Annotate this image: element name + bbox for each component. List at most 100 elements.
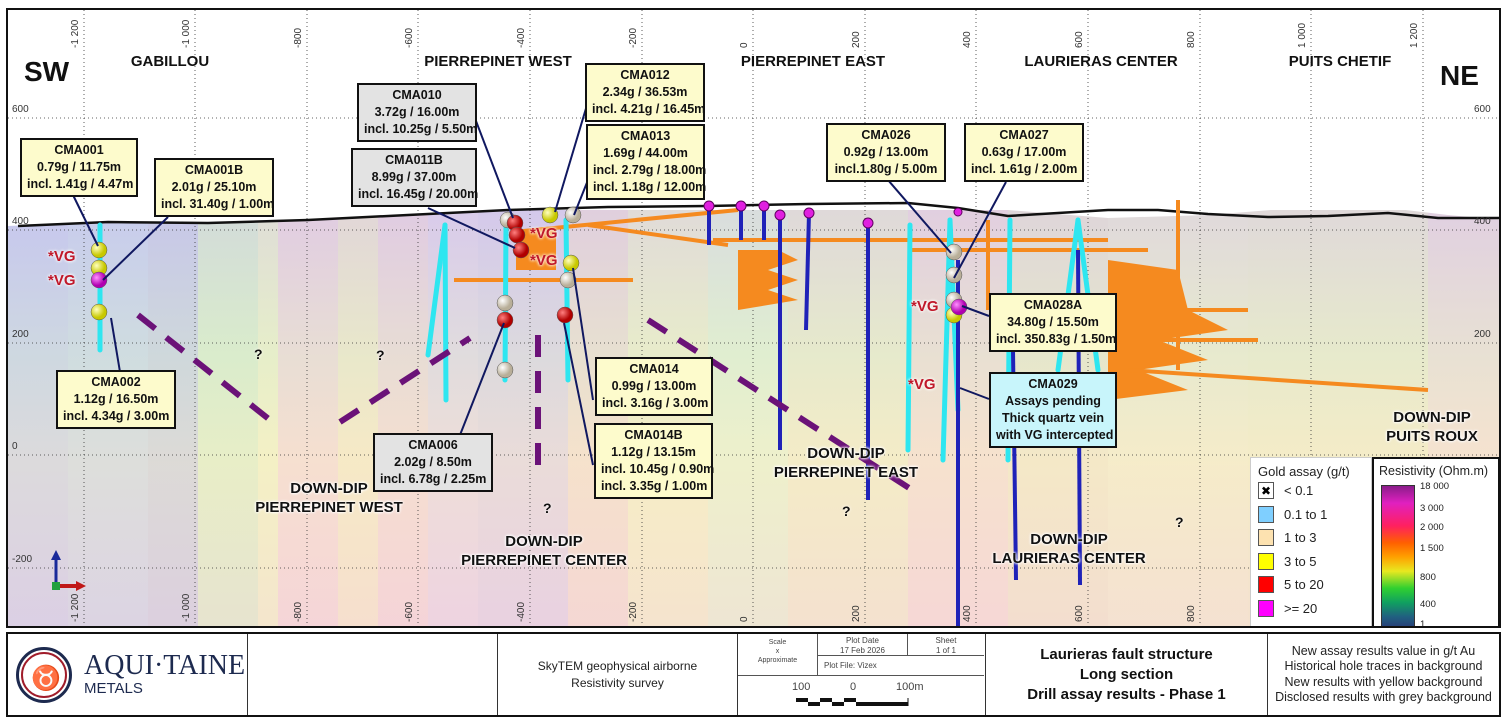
question-mark: ? <box>254 346 263 362</box>
callout-cma013: CMA013 1.69g / 44.00m incl. 2.79g / 18.0… <box>586 124 707 200</box>
down-dip-line: DOWN-DIP <box>290 480 368 497</box>
vg-label: *VG <box>48 248 76 265</box>
resistivity-tick: 2 000 <box>1420 522 1444 533</box>
callout-leaders <box>72 94 1007 466</box>
note-line: New results with yellow background <box>1284 674 1483 689</box>
down-dip-line: DOWN-DIP <box>1030 531 1108 548</box>
callout-line: incl. 3.35g / 1.00m <box>601 479 708 493</box>
callout-line: incl. 350.83g / 1.50m <box>996 332 1117 346</box>
x-tick-label: -1 000 <box>181 19 192 48</box>
scalebar-left: 100 <box>792 681 811 693</box>
bull-logo-icon: ♉ <box>16 646 72 703</box>
title-line-3: Drill assay results - Phase 1 <box>1027 685 1226 703</box>
callout-line: incl. 1.61g / 2.00m <box>971 162 1078 176</box>
scalebar-right: 100m <box>896 681 924 693</box>
plot-file: Plot File: Vizex <box>818 656 984 676</box>
x-tick-label: -200 <box>628 27 639 48</box>
callout-cma002: CMA002 1.12g / 16.50m incl. 4.34g / 3.00… <box>56 370 176 429</box>
callout-cma010: CMA010 3.72g / 16.00m incl. 10.25g / 5.5… <box>357 83 477 142</box>
x-tick-label: -1 200 <box>70 19 81 48</box>
callout-cma029: CMA029 Assays pending Thick quartz vein … <box>989 372 1117 448</box>
legend-swatch <box>1258 576 1274 594</box>
x-mark-icon: ✖ <box>1258 482 1274 500</box>
callout-cma001: CMA001 0.79g / 11.75m incl. 1.41g / 4.47… <box>20 138 138 197</box>
x-tick-label: -600 <box>404 27 415 48</box>
resistivity-tick: 800 <box>1420 572 1436 583</box>
callout-line: 34.80g / 15.50m <box>1007 315 1099 329</box>
legend-item: 1 to 3 <box>1258 526 1371 550</box>
direction-sw: SW <box>24 56 70 87</box>
callout-title: CMA011B <box>385 153 443 167</box>
callout-line: 2.01g / 25.10m <box>171 180 257 194</box>
callout-cma014b: CMA014B 1.12g / 13.15m incl. 10.45g / 0.… <box>594 423 715 499</box>
x-tick-label: 800 <box>1186 31 1197 48</box>
down-dip-label-pierrepinet-west: DOWN-DIP PIERREPINET WEST <box>255 479 403 517</box>
callout-line: 0.92g / 13.00m <box>843 145 929 159</box>
legend-item: >= 20 <box>1258 597 1371 621</box>
down-dip-label-puits-roux: DOWN-DIP PUITS ROUX <box>1386 408 1478 446</box>
callout-line: incl. 3.16g / 3.00m <box>602 396 709 410</box>
callout-cma014: CMA014 0.99g / 13.00m incl. 3.16g / 3.00… <box>595 357 713 416</box>
company-sub: METALS <box>84 680 143 697</box>
down-dip-line: DOWN-DIP <box>807 445 885 462</box>
resistivity-color-bar <box>1381 485 1415 626</box>
x-tick-label: 600 <box>1074 605 1085 622</box>
callout-line: 8.99g / 37.00m <box>371 170 457 184</box>
resistivity-tick: 3 000 <box>1420 503 1444 514</box>
callout-cma011b: CMA011B 8.99g / 37.00m incl. 16.45g / 20… <box>351 148 478 207</box>
callout-title: CMA028A <box>1023 298 1083 312</box>
callout-line: 2.34g / 36.53m <box>602 85 688 99</box>
vg-label: *VG <box>48 272 76 289</box>
down-dip-label-pierrepinet-east: DOWN-DIP PIERREPINET EAST <box>774 444 918 482</box>
question-mark: ? <box>1175 514 1184 530</box>
callout-line: Assays pending <box>1005 394 1101 408</box>
legend-label: 1 to 3 <box>1284 530 1317 546</box>
note-line: New assay results value in g/t Au <box>1291 643 1476 658</box>
area-label-pierrepinet-west: PIERREPINET WEST <box>424 53 572 70</box>
x-tick-label: -1 200 <box>70 593 81 622</box>
callout-line: 1.12g / 13.15m <box>611 445 696 459</box>
x-tick-label: 400 <box>962 605 973 622</box>
x-tick-label: -1 000 <box>181 593 192 622</box>
x-tick-label: 400 <box>962 31 973 48</box>
resistivity-tick: 400 <box>1420 599 1436 610</box>
plot-date: 17 Feb 2026 <box>840 646 885 655</box>
scale-note: Approximate <box>757 657 798 664</box>
legend-label: 0.1 to 1 <box>1284 506 1328 522</box>
down-dip-line: PIERREPINET EAST <box>773 464 919 481</box>
legend-label: < 0.1 <box>1284 483 1314 499</box>
callout-line: incl. 1.18g / 12.00m <box>593 180 707 194</box>
survey-cell: SkyTEM geophysical airborne Resistivity … <box>498 634 738 715</box>
x-tick-label: -800 <box>293 601 304 622</box>
resistivity-tick: 1 500 <box>1420 543 1444 554</box>
y-tick-label-left: 200 <box>12 329 29 340</box>
x-tick-label: 800 <box>1186 605 1197 622</box>
down-dip-line: PIERREPINET WEST <box>255 499 403 516</box>
scalebar-mid: 0 <box>850 681 857 693</box>
x-tick-label: -400 <box>516 601 527 622</box>
callout-line: with VG intercepted <box>996 428 1114 442</box>
down-dip-line: DOWN-DIP <box>505 533 583 550</box>
callout-line: incl. 4.21g / 16.45m <box>592 102 706 116</box>
callout-cma006: CMA006 2.02g / 8.50m incl. 6.78g / 2.25m <box>373 433 493 492</box>
x-tick-label: -400 <box>516 27 527 48</box>
long-section-view: -1 200 -1 000 -800 -600 -400 -200 0 200 400 600 80… <box>6 8 1501 628</box>
callout-line: incl. 6.78g / 2.25m <box>380 472 487 486</box>
down-dip-arrows <box>136 312 922 498</box>
x-tick-label: 0 <box>739 42 750 48</box>
x-tick-label: 200 <box>851 31 862 48</box>
legend-item: 3 to 5 <box>1258 550 1371 574</box>
callout-cma026: CMA026 0.92g / 13.00m incl.1.80g / 5.00m <box>826 123 946 182</box>
down-dip-line: PIERREPINET CENTER <box>461 552 627 569</box>
callout-line: incl. 10.45g / 0.90m <box>601 462 715 476</box>
callout-line: incl.1.80g / 5.00m <box>834 162 938 176</box>
area-label-puits-chetif: PUITS CHETIF <box>1288 53 1392 70</box>
callout-line: incl. 1.41g / 4.47m <box>27 177 134 191</box>
scale-value: x <box>775 648 780 655</box>
historical-collars <box>703 200 963 229</box>
legend-swatch <box>1258 599 1274 617</box>
vg-label: *VG <box>911 298 939 315</box>
company-name: AQUI·TAINE <box>84 650 246 681</box>
y-tick-label-left: 0 <box>12 441 18 452</box>
